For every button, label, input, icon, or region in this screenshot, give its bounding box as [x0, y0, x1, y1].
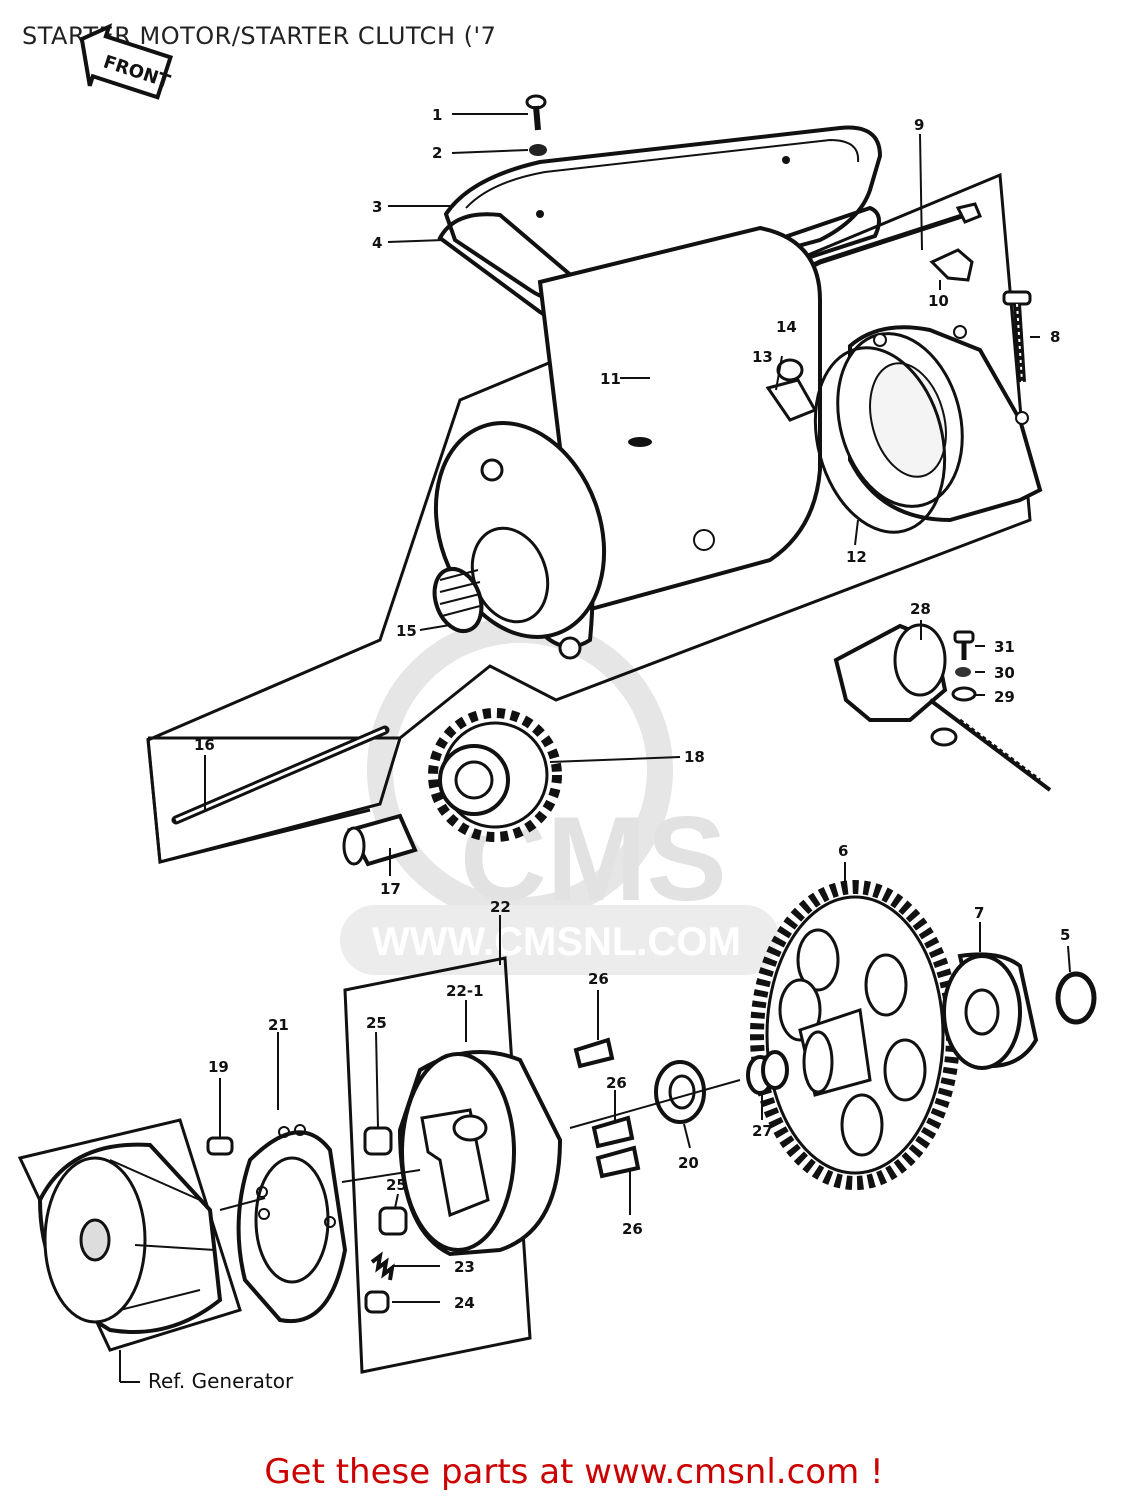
leader-lines	[119, 113, 1071, 1383]
wire-boot-10	[929, 248, 974, 282]
callout-20: 20	[678, 1154, 699, 1172]
callout-6: 6	[838, 842, 848, 860]
starter-clutch-group-outline	[343, 956, 532, 1374]
callout-26-c: 26	[622, 1220, 643, 1238]
callouts: 1 2 3 4 5 6 7 8 9 10 11 12 13 14 15 16 1…	[148, 106, 1070, 1393]
callout-17: 17	[380, 880, 401, 898]
washer-29	[951, 686, 977, 702]
callout-14: 14	[776, 318, 797, 336]
washer-2	[529, 144, 547, 156]
starter-motor	[432, 225, 1043, 660]
callout-28: 28	[910, 600, 931, 618]
callout-5: 5	[1060, 926, 1070, 944]
bolt-8	[1002, 290, 1032, 383]
callout-7: 7	[974, 904, 984, 922]
callout-9: 9	[914, 116, 924, 134]
exploded-parts-diagram: CMS WWW.CMSNL.COM FRONT	[17, 23, 1097, 1393]
callout-31: 31	[994, 638, 1015, 656]
callout-29: 29	[994, 688, 1015, 706]
washer-20	[654, 1060, 706, 1124]
front-arrow-badge: FRONT	[79, 23, 173, 100]
roller-25-b	[378, 1206, 408, 1236]
footer-link-text[interactable]: Get these parts at www.cmsnl.com !	[264, 1452, 884, 1492]
callout-16: 16	[194, 736, 215, 754]
callout-27: 27	[752, 1122, 773, 1140]
relay-bolt-31	[953, 630, 975, 660]
callout-24: 24	[454, 1294, 475, 1312]
callout-3: 3	[372, 198, 382, 216]
callout-30: 30	[994, 664, 1015, 682]
spring-23	[370, 1251, 395, 1281]
washer-30	[955, 667, 971, 677]
callout-10: 10	[928, 292, 949, 310]
callout-1: 1	[432, 106, 442, 124]
plate-21	[236, 1124, 348, 1324]
starter-relay-28	[833, 623, 1052, 792]
bearing-7	[942, 952, 1039, 1070]
generator-ref-label: Ref. Generator	[148, 1369, 294, 1393]
callout-26-b: 26	[606, 1074, 627, 1092]
callout-4: 4	[372, 234, 382, 252]
callout-22: 22	[490, 898, 511, 916]
circlip-5	[1055, 971, 1097, 1025]
callout-25-a: 25	[366, 1014, 387, 1032]
callout-21: 21	[268, 1016, 289, 1034]
callout-18: 18	[684, 748, 705, 766]
idle-gear-18	[428, 708, 562, 842]
starter-clutch-gear-6	[750, 880, 960, 1190]
callout-25-b: 25	[386, 1176, 407, 1194]
starter-motor-group-outline	[146, 172, 1032, 864]
pin-19	[206, 1136, 234, 1156]
callout-26-a: 26	[588, 970, 609, 988]
callout-23: 23	[454, 1258, 475, 1276]
callout-11: 11	[600, 370, 621, 388]
needle-bearing-27	[746, 1050, 789, 1095]
callout-8: 8	[1050, 328, 1060, 346]
callout-12: 12	[846, 548, 867, 566]
plunger-24	[364, 1290, 390, 1314]
starter-clutch-22-1	[397, 1050, 563, 1257]
watermark: CMS WWW.CMSNL.COM	[340, 617, 780, 975]
callout-22-1: 22-1	[446, 982, 484, 1000]
roller-25-a	[363, 1126, 393, 1156]
generator-rotor	[37, 1142, 223, 1334]
screw-1	[525, 94, 547, 131]
watermark-url: WWW.CMSNL.COM	[372, 920, 741, 964]
callout-13: 13	[752, 348, 773, 366]
dowel-17	[342, 813, 418, 867]
clutch-bolts-26	[573, 1037, 641, 1179]
callout-2: 2	[432, 144, 442, 162]
callout-19: 19	[208, 1058, 229, 1076]
callout-15: 15	[396, 622, 417, 640]
